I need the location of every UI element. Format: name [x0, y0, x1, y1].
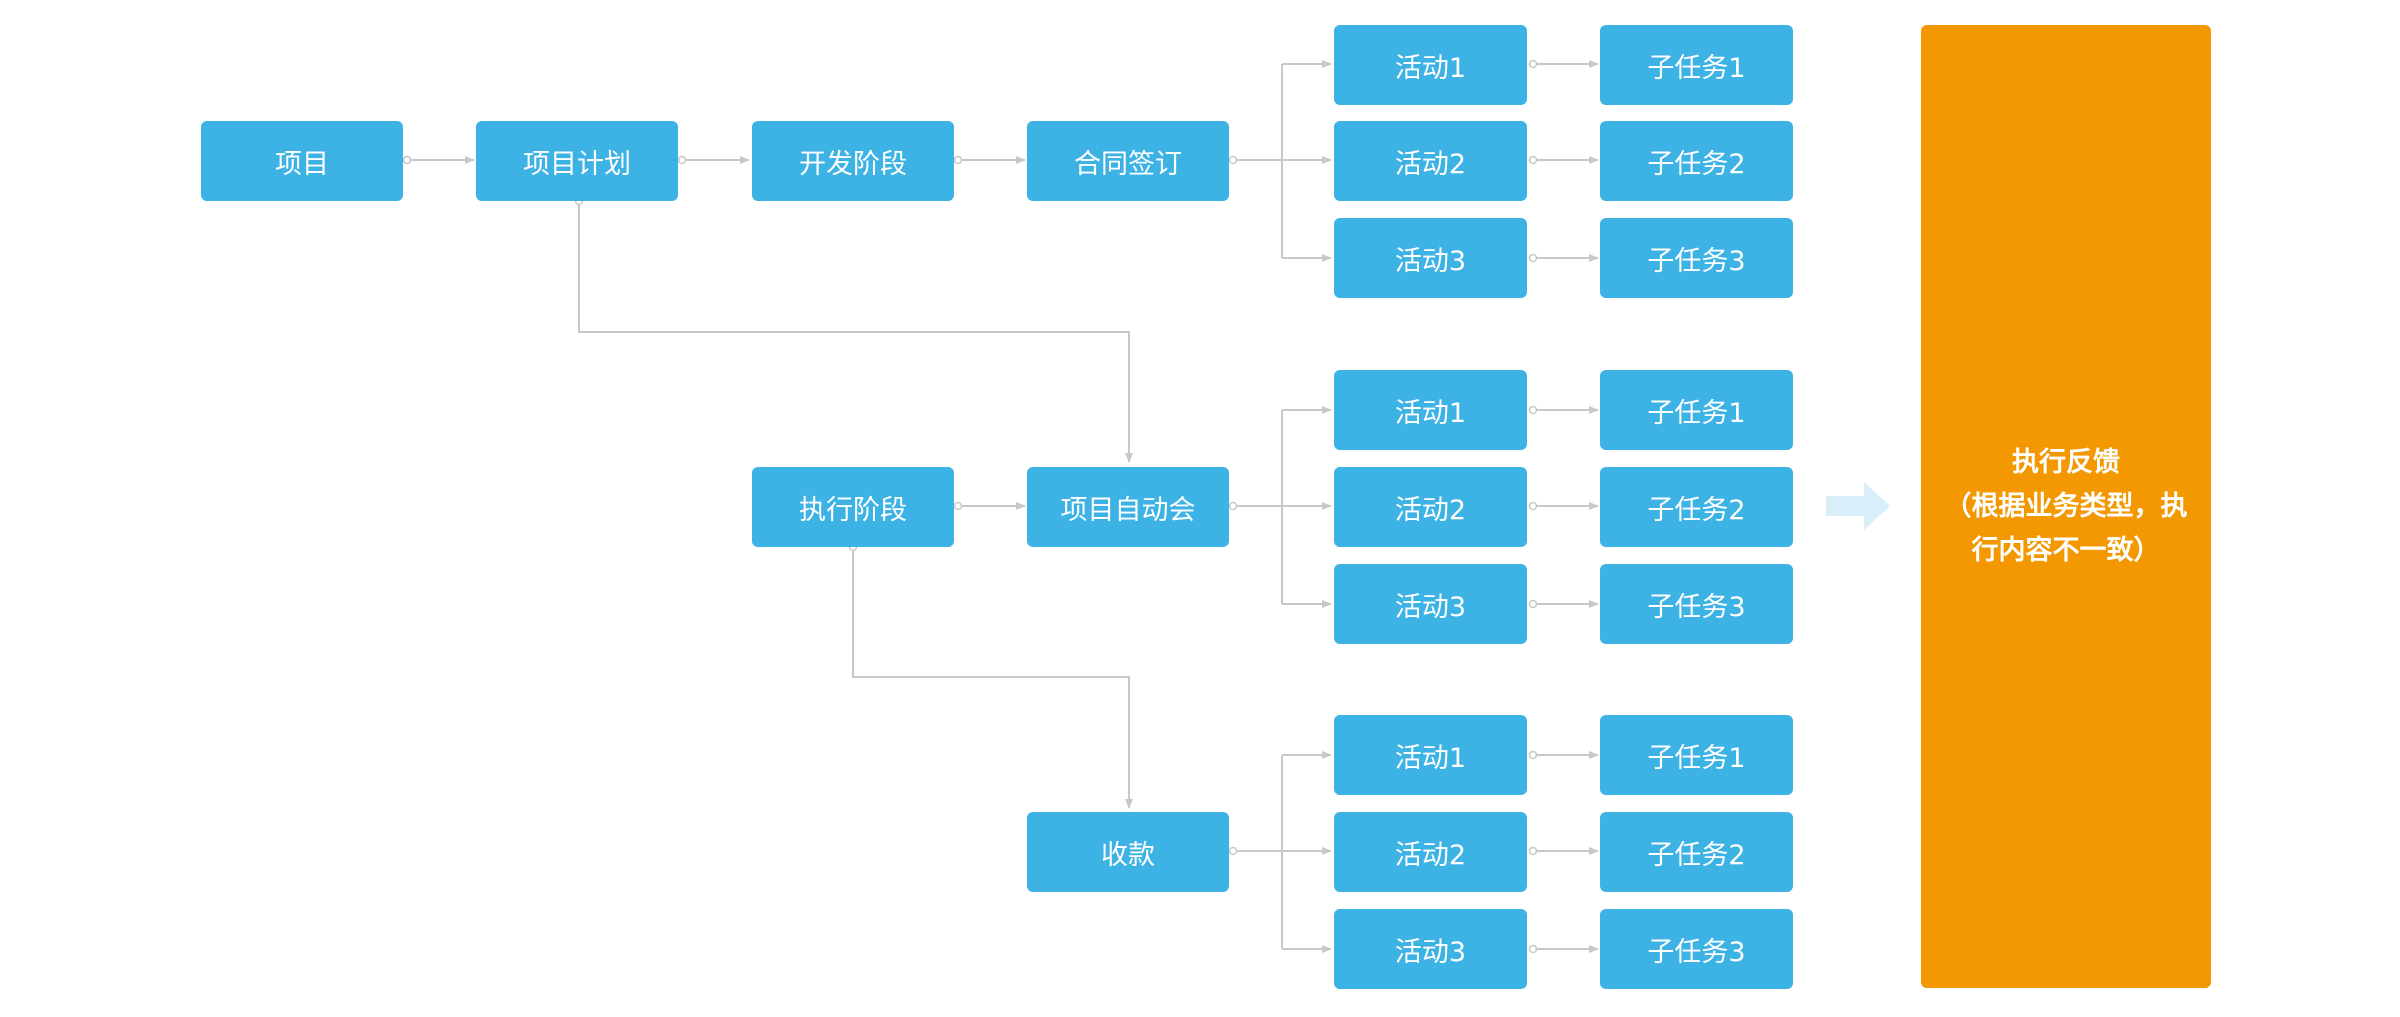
node-project: 项目	[201, 121, 403, 201]
connector-origin-dot	[1528, 599, 1538, 609]
node-project-plan: 项目计划	[476, 121, 678, 201]
activity-node: 活动2	[1334, 467, 1527, 547]
node-dev-phase: 开发阶段	[752, 121, 954, 201]
connector-origin-dot	[1528, 501, 1538, 511]
activity-node: 活动1	[1334, 25, 1527, 105]
subtask-node: 子任务1	[1600, 715, 1793, 795]
connector-origin-dot	[1528, 846, 1538, 856]
subtask-node: 子任务2	[1600, 121, 1793, 201]
node-payment: 收款	[1027, 812, 1229, 892]
subtask-node: 子任务3	[1600, 218, 1793, 298]
subtask-node: 子任务1	[1600, 25, 1793, 105]
subtask-node: 子任务3	[1600, 909, 1793, 989]
connector-origin-dot	[1228, 501, 1238, 511]
connector-origin-dot	[1228, 846, 1238, 856]
connector-origin-dot	[402, 155, 412, 165]
activity-node: 活动3	[1334, 218, 1527, 298]
subtask-node: 子任务2	[1600, 812, 1793, 892]
connector-origin-dot	[1528, 253, 1538, 263]
subtask-node: 子任务3	[1600, 564, 1793, 644]
activity-node: 活动2	[1334, 121, 1527, 201]
activity-node: 活动3	[1334, 909, 1527, 989]
connector-origin-dot	[1228, 155, 1238, 165]
connector-plan-kickoff	[578, 200, 1133, 463]
node-contract-sign: 合同签订	[1027, 121, 1229, 201]
connector-origin-dot	[677, 155, 687, 165]
big-arrow-icon	[1826, 482, 1890, 530]
connector-exec-payment	[852, 546, 1133, 809]
connector-origin-dot	[1528, 59, 1538, 69]
connector-origin-dot	[953, 501, 963, 511]
connector-origin-dot	[953, 155, 963, 165]
feedback-title: 执行反馈	[2012, 446, 2120, 478]
node-kickoff-meeting: 项目自动会	[1027, 467, 1229, 547]
subtask-node: 子任务2	[1600, 467, 1793, 547]
activity-node: 活动3	[1334, 564, 1527, 644]
feedback-note-line-1: （根据业务类型，执	[1944, 490, 2188, 522]
connector-origin-dot	[1528, 750, 1538, 760]
activity-node: 活动1	[1334, 715, 1527, 795]
subtask-node: 子任务1	[1600, 370, 1793, 450]
node-exec-phase: 执行阶段	[752, 467, 954, 547]
connector-origin-dot	[1528, 155, 1538, 165]
connector-origin-dot	[1528, 944, 1538, 954]
connector-origin-dot	[1528, 405, 1538, 415]
execution-feedback-panel: 执行反馈 （根据业务类型，执 行内容不一致）	[1921, 25, 2211, 988]
activity-node: 活动2	[1334, 812, 1527, 892]
feedback-note-line-2: 行内容不一致）	[1971, 534, 2161, 566]
activity-node: 活动1	[1334, 370, 1527, 450]
